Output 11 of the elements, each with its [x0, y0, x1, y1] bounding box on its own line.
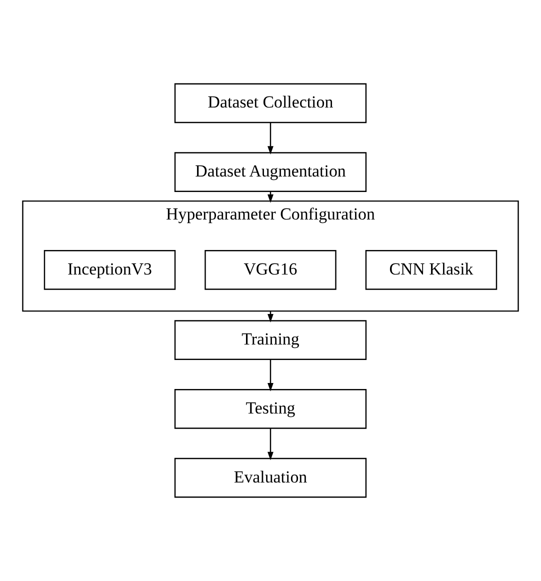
node-box: Training — [174, 320, 367, 360]
arrow — [268, 359, 274, 392]
node-box: InceptionV3 — [44, 250, 176, 290]
node-box: Dataset Collection — [174, 83, 367, 124]
node-box: CNN Klasik — [365, 250, 498, 290]
node-box: VGG16 — [204, 250, 336, 290]
arrow — [268, 428, 274, 460]
node-box: Testing — [174, 389, 367, 429]
arrow — [268, 122, 274, 155]
node-box: Dataset Augmentation — [174, 152, 367, 192]
node-box: Evaluation — [174, 458, 367, 498]
